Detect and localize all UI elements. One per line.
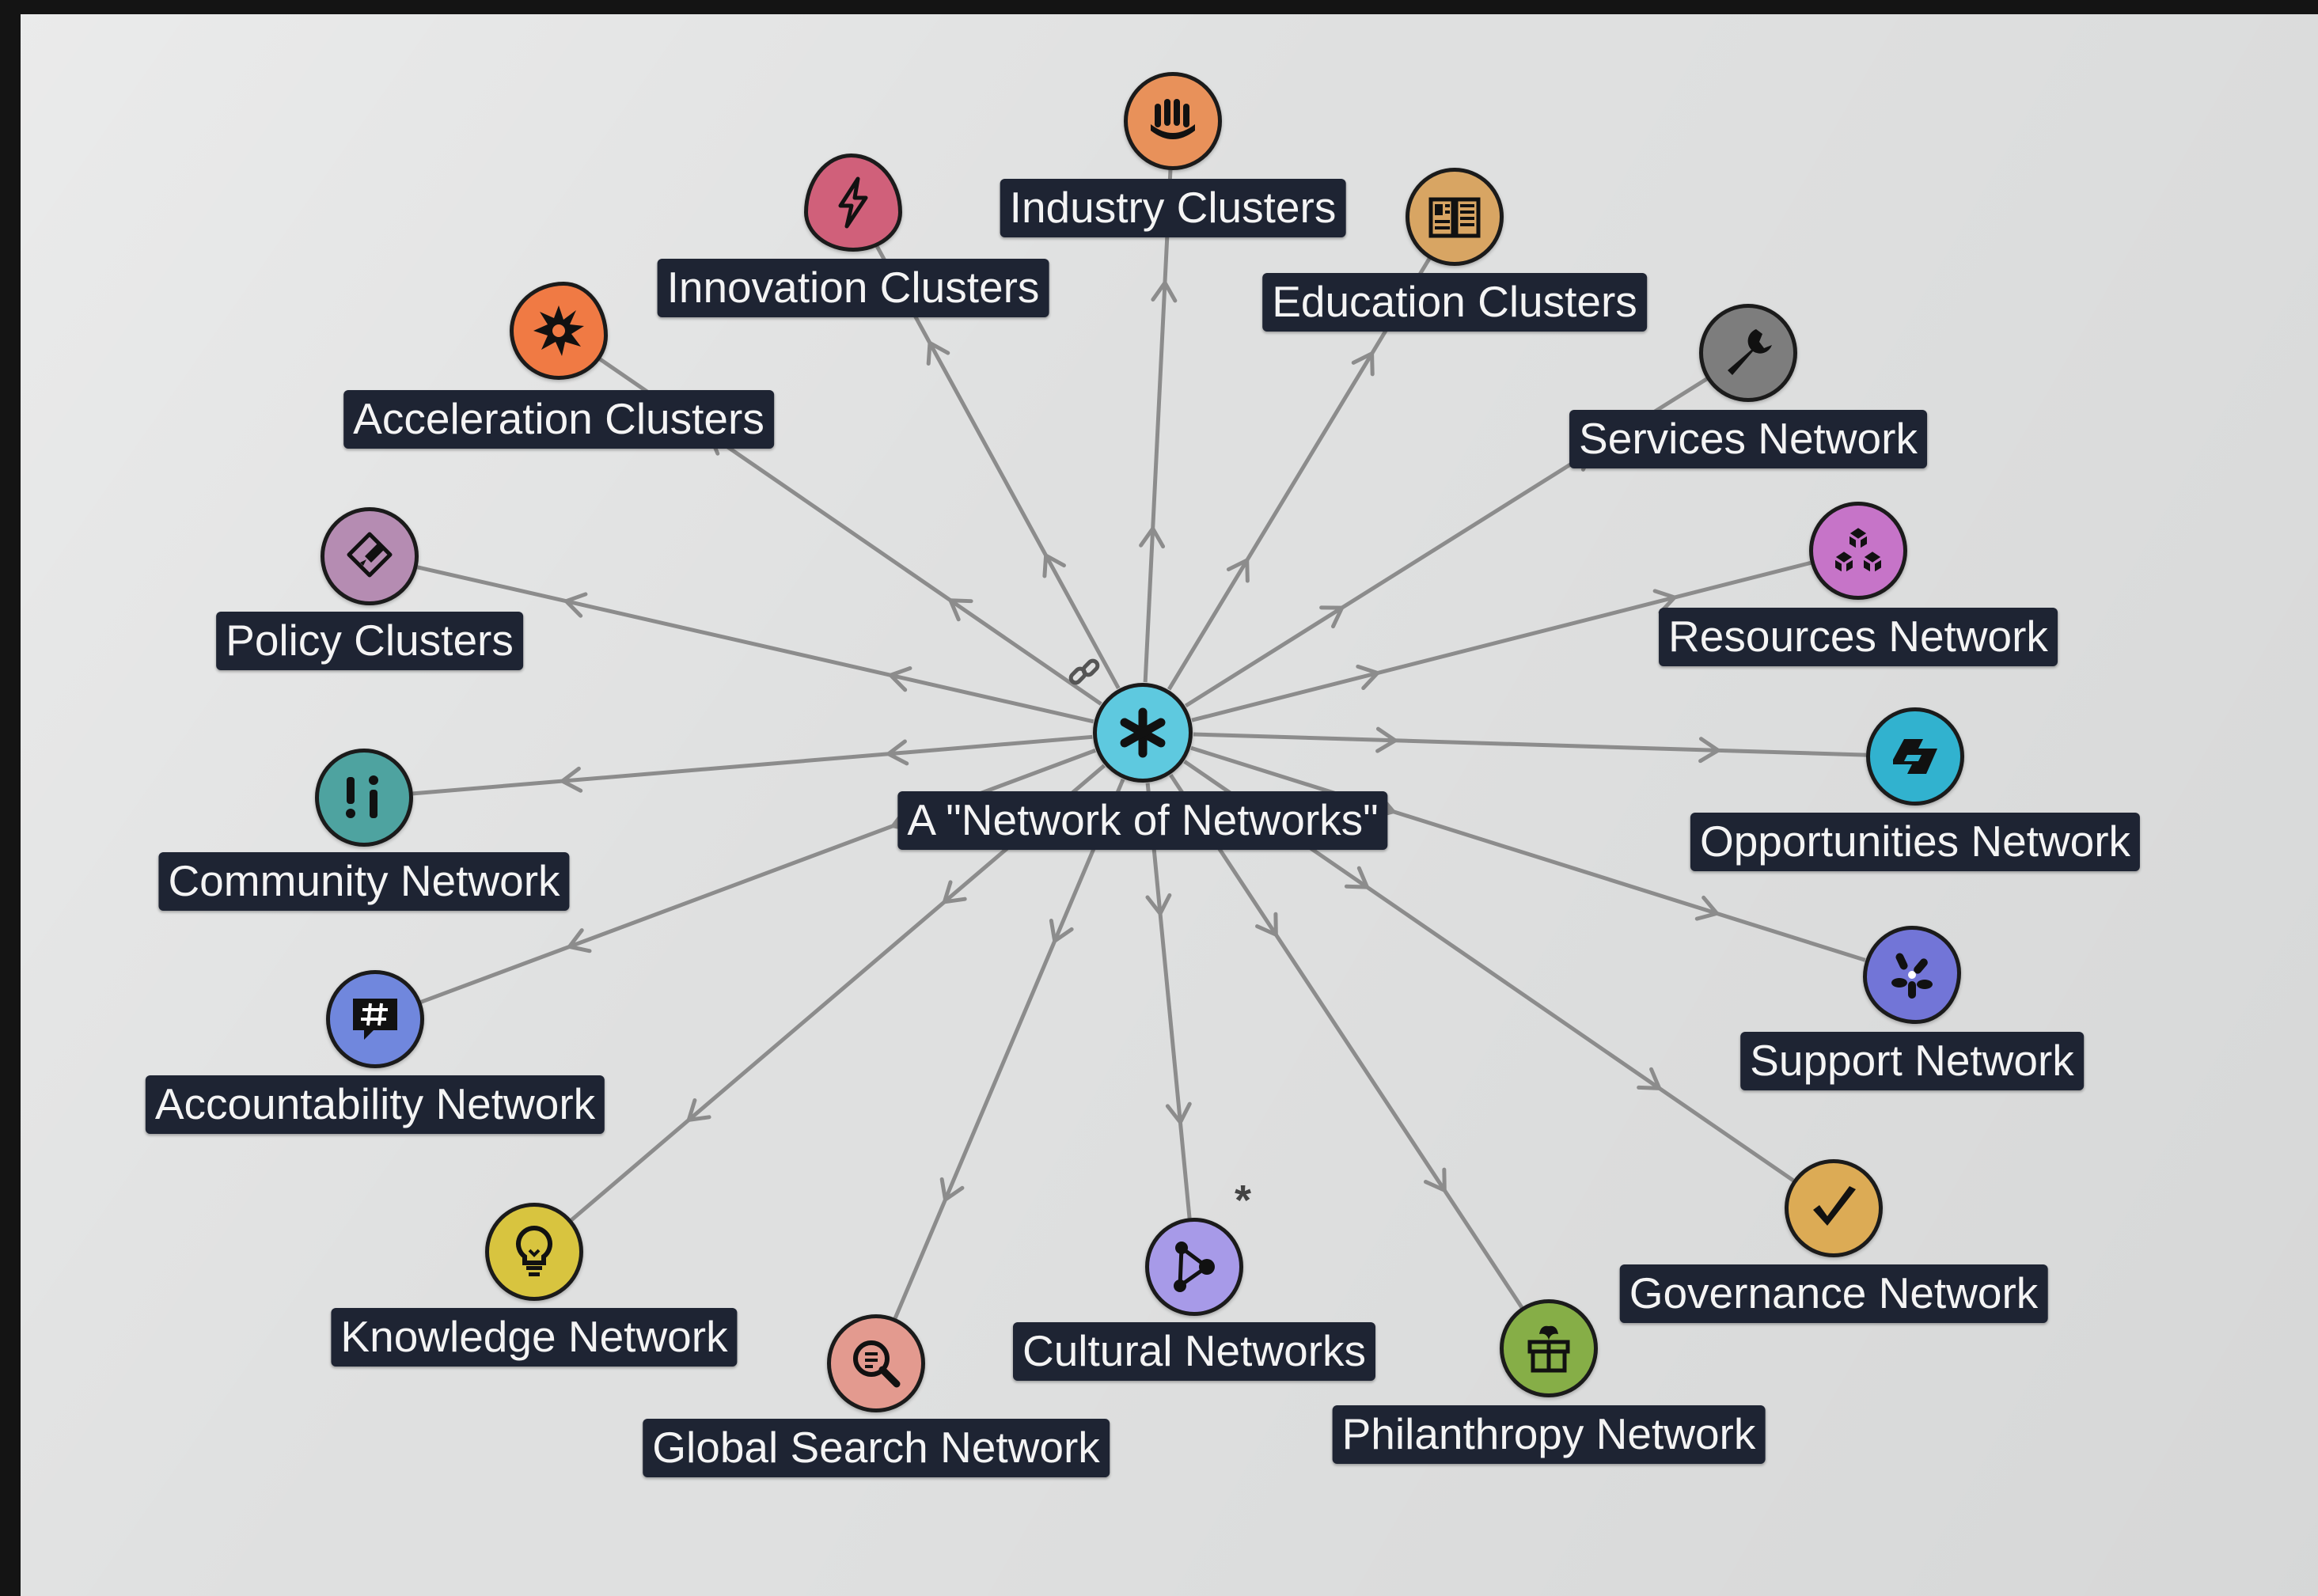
- stamp-icon[interactable]: [321, 507, 419, 605]
- book-icon[interactable]: [1406, 168, 1504, 266]
- edge-arrowhead-services-0: [1319, 605, 1345, 629]
- edge-arrowhead-education-0: [1226, 558, 1250, 583]
- edge-resources[interactable]: [1191, 560, 1812, 722]
- edge-arrowhead-acceleration-0: [948, 598, 973, 622]
- gift-icon[interactable]: [1500, 1299, 1598, 1397]
- node-label-policy[interactable]: Policy Clusters: [216, 612, 523, 670]
- edge-arrowhead-industry-0: [1139, 526, 1166, 549]
- edge-support[interactable]: [1190, 745, 1866, 962]
- node-label-knowledge[interactable]: Knowledge Network: [331, 1308, 738, 1367]
- diagram-canvas: A "Network of Networks" Industry Cluster…: [21, 14, 2318, 1596]
- asterisk-icon[interactable]: [1093, 683, 1193, 783]
- pills-icon[interactable]: [1863, 926, 1961, 1024]
- edge-arrowhead-resources-1: [1652, 589, 1677, 615]
- edge-arrowhead-policy-1: [563, 592, 588, 618]
- edge-arrowhead-governance-1: [1637, 1067, 1662, 1090]
- node-label-support[interactable]: Support Network: [1740, 1032, 2084, 1090]
- edge-industry[interactable]: [1143, 169, 1173, 683]
- pinned-star-marker: *: [1235, 1177, 1252, 1224]
- edge-arrowhead-community-1: [560, 766, 583, 793]
- edge-arrowhead-accountability-1: [567, 928, 592, 953]
- edge-policy[interactable]: [416, 565, 1095, 724]
- node-label-opportunities[interactable]: Opportunities Network: [1690, 813, 2141, 871]
- node-label-globalsearch[interactable]: Global Search Network: [643, 1419, 1110, 1477]
- hand-icon[interactable]: [1124, 72, 1222, 170]
- hashtag-icon[interactable]: [326, 970, 424, 1068]
- lightbulb-icon[interactable]: [485, 1203, 583, 1301]
- node-label-philanthropy[interactable]: Philanthropy Network: [1332, 1405, 1766, 1464]
- node-label-resources[interactable]: Resources Network: [1659, 608, 2058, 666]
- edge-arrowhead-policy-0: [888, 666, 912, 692]
- explosion-icon[interactable]: [510, 282, 608, 380]
- node-label-services[interactable]: Services Network: [1569, 410, 1927, 468]
- edge-arrowhead-knowledge-1: [686, 1098, 711, 1122]
- node-label-accountability[interactable]: Accountability Network: [145, 1075, 605, 1134]
- info-icon[interactable]: [315, 749, 413, 847]
- edge-arrowhead-knowledge-0: [942, 880, 967, 904]
- node-label-innovation[interactable]: Innovation Clusters: [657, 259, 1049, 317]
- boxes-icon[interactable]: [1809, 502, 1907, 600]
- edge-arrowhead-cultural-1: [1165, 1101, 1192, 1124]
- edge-arrowhead-innovation-0: [1042, 553, 1066, 578]
- checkmark-icon[interactable]: [1785, 1159, 1883, 1257]
- edge-community[interactable]: [412, 734, 1093, 796]
- edge-arrowhead-support-1: [1694, 895, 1719, 921]
- center-node-label[interactable]: A "Network of Networks": [897, 791, 1388, 850]
- edge-innovation[interactable]: [874, 245, 1121, 690]
- edge-opportunities[interactable]: [1193, 732, 1867, 757]
- edge-arrowhead-industry-1: [1151, 280, 1178, 303]
- node-label-cultural[interactable]: Cultural Networks: [1012, 1322, 1376, 1381]
- edge-arrowhead-philanthropy-1: [1423, 1167, 1447, 1192]
- search-icon[interactable]: [827, 1314, 925, 1412]
- node-label-governance[interactable]: Governance Network: [1619, 1264, 2048, 1323]
- edge-arrowhead-cultural-0: [1145, 893, 1172, 916]
- edge-cultural[interactable]: [1145, 783, 1192, 1219]
- edge-arrowhead-resources-0: [1356, 664, 1380, 691]
- edge-philanthropy[interactable]: [1169, 774, 1523, 1309]
- node-label-community[interactable]: Community Network: [158, 852, 570, 911]
- edge-arrowhead-opportunities-1: [1698, 737, 1720, 764]
- node-label-education[interactable]: Education Clusters: [1262, 273, 1647, 332]
- edge-arrowhead-globalsearch-0: [1049, 919, 1074, 943]
- edge-globalsearch[interactable]: [893, 778, 1125, 1319]
- edge-arrowhead-globalsearch-1: [939, 1177, 965, 1202]
- edge-arrowhead-philanthropy-0: [1255, 912, 1278, 937]
- portal-icon[interactable]: [1866, 707, 1964, 806]
- wrench-icon[interactable]: [1699, 304, 1797, 402]
- link-icon[interactable]: [1065, 654, 1105, 693]
- edge-arrowhead-education-1: [1351, 351, 1375, 377]
- edge-arrowhead-community-0: [886, 739, 909, 766]
- edge-arrowhead-innovation-1: [926, 340, 950, 366]
- edge-arrowhead-opportunities-0: [1375, 726, 1398, 753]
- graph-icon[interactable]: [1145, 1218, 1243, 1316]
- node-label-industry[interactable]: Industry Clusters: [1000, 179, 1346, 237]
- lightning-icon[interactable]: [804, 154, 902, 252]
- edge-arrowhead-governance-0: [1344, 866, 1369, 889]
- node-label-acceleration[interactable]: Acceleration Clusters: [343, 390, 774, 449]
